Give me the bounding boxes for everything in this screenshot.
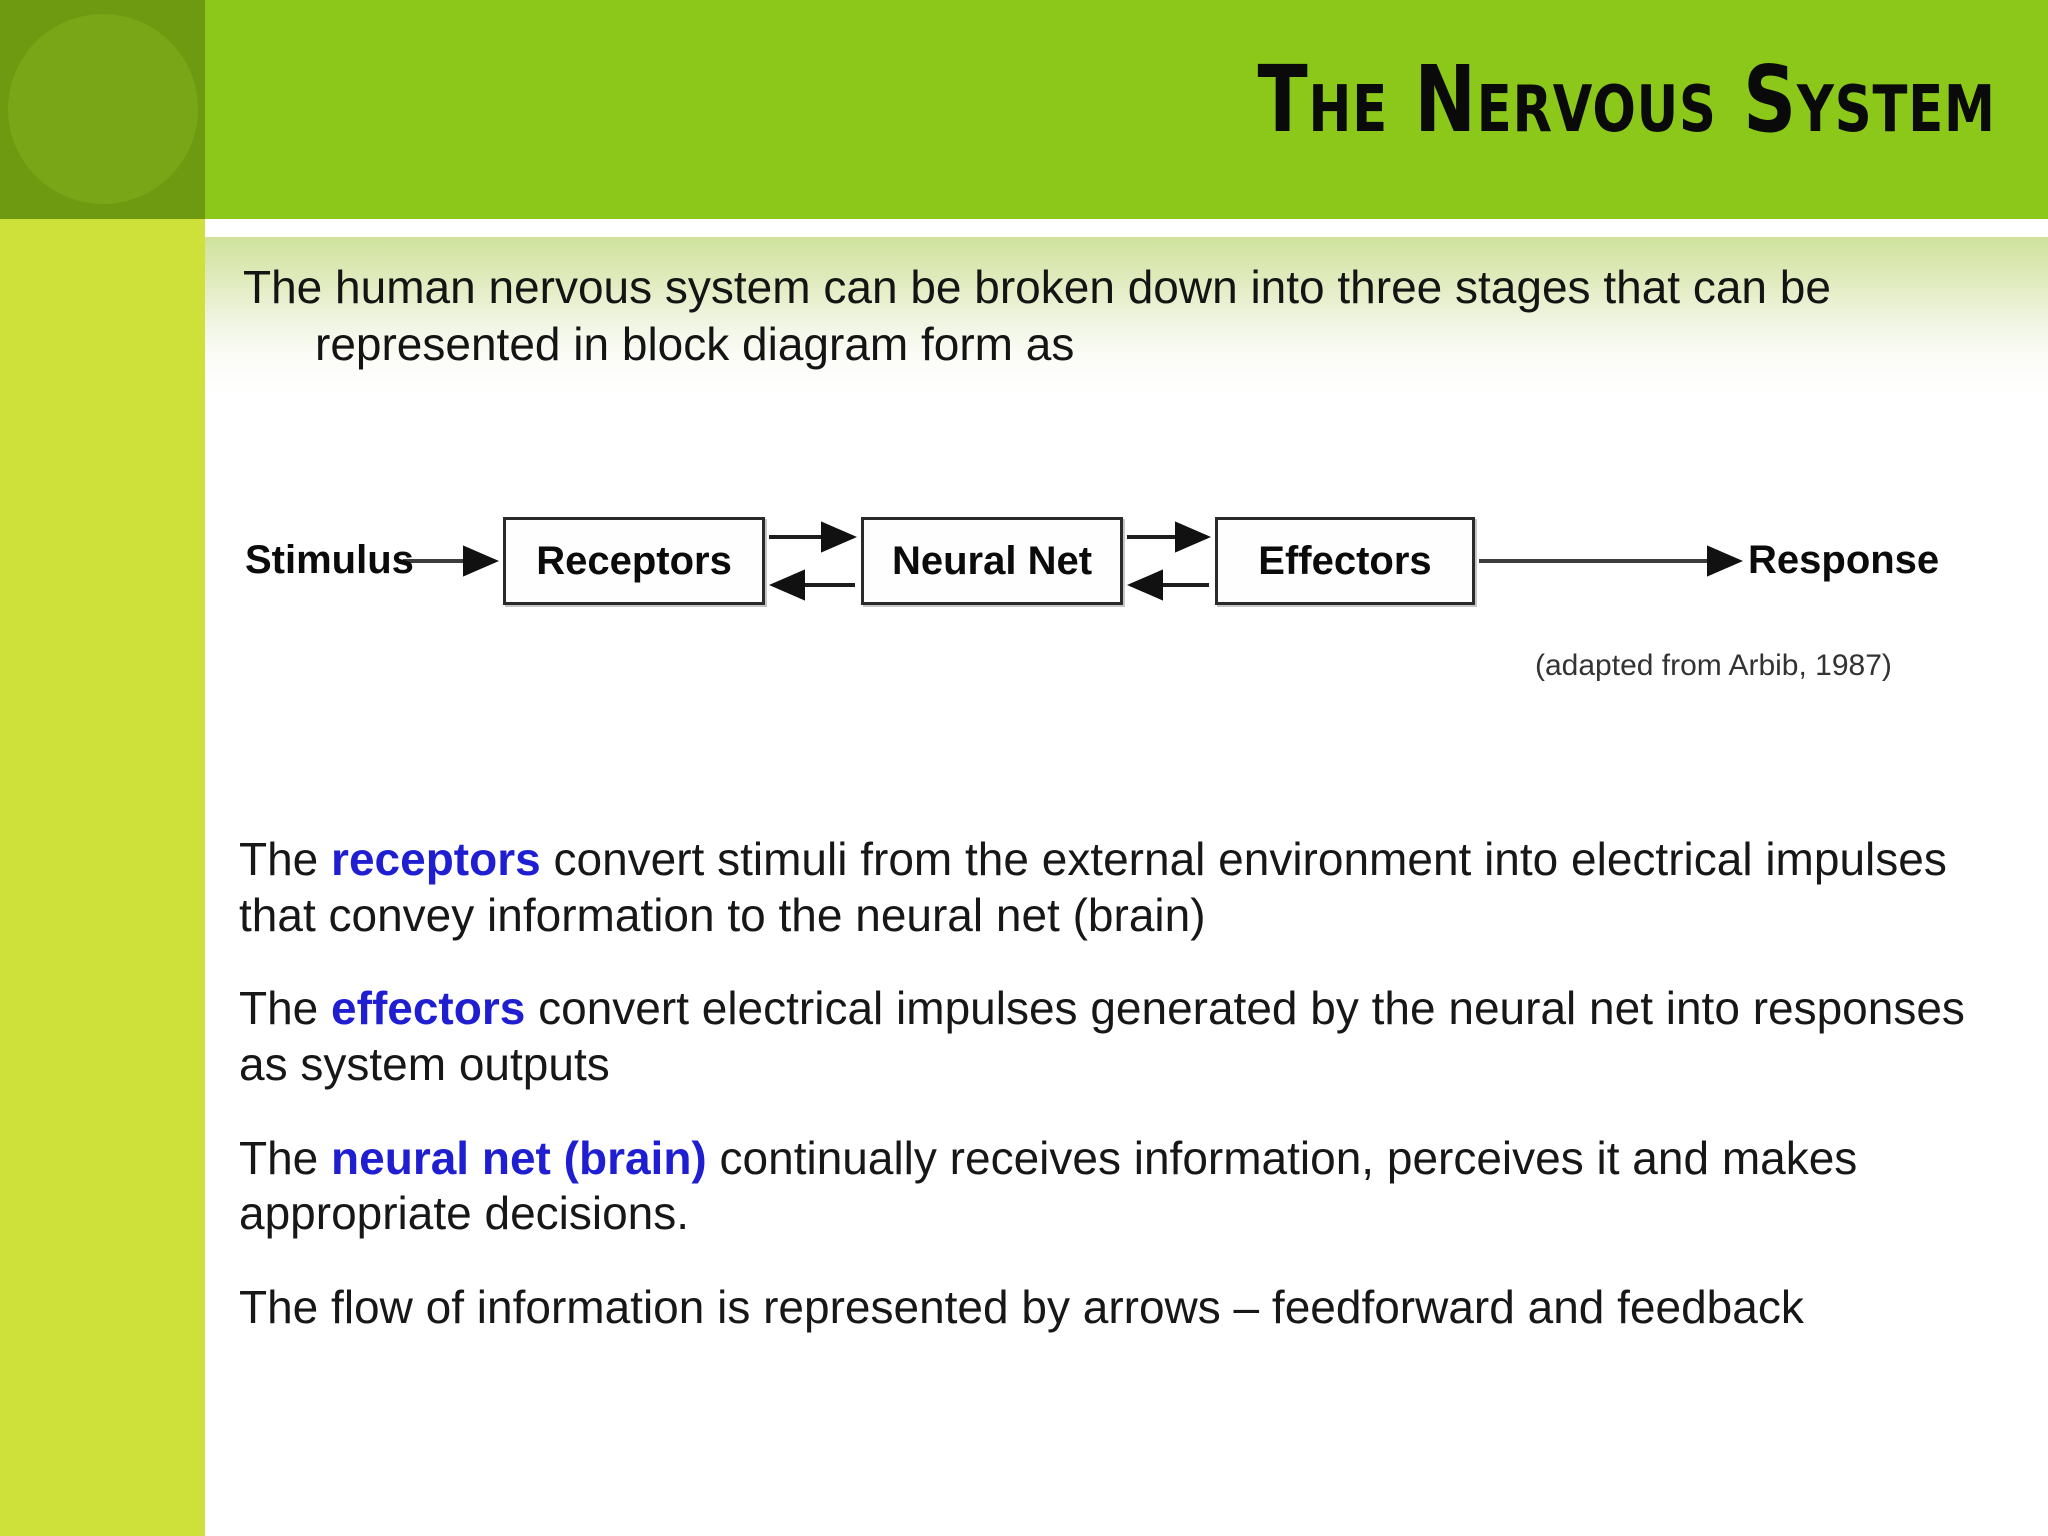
paragraph-neural-net-rest: continually receives information, percei… [239,1131,1858,1240]
header-banner: The Nervous System [205,0,2048,219]
diagram-box-neural-net: Neural Net [861,517,1123,605]
slide-title: The Nervous System [1257,46,1996,153]
diagram-box-effectors: Effectors [1215,517,1475,605]
diagram-box-receptors: Receptors [503,517,765,605]
intro-line-1: The human nervous system can be broken d… [243,261,1831,313]
paragraph-effectors-rest: convert electrical impulses generated by… [239,982,1965,1090]
left-strip-dark-green [0,0,205,219]
diagram-box-effectors-label: Effectors [1258,538,1432,583]
paragraph-neural-net-lead: The [239,1131,332,1184]
paragraph-receptors-lead: The [239,833,332,885]
intro-text: The human nervous system can be broken d… [243,259,2013,373]
paragraph-neural-net-term: neural net (brain) [331,1131,707,1184]
paragraph-effectors: The effectors convert electrical impulse… [239,981,2014,1092]
paragraph-information-flow-text: The flow of information is represented b… [239,1280,1804,1333]
diagram-box-neural-net-label: Neural Net [891,538,1093,583]
content-panel: The human nervous system can be broken d… [205,237,2048,1536]
paragraph-receptors: The receptors convert stimuli from the e… [239,832,2014,943]
intro-line-2: represented in block diagram form as [315,318,1075,371]
decorative-circle [8,14,198,204]
left-strip-light-green [0,219,205,1536]
block-diagram: Stimulus Receptors Neural Net Effectors … [245,499,2025,639]
diagram-label-stimulus: Stimulus [245,538,414,582]
paragraph-receptors-rest: convert stimuli from the external enviro… [239,833,1947,941]
paragraph-receptors-term: receptors [331,833,541,885]
diagram-attribution: (adapted from Arbib, 1987) [1535,649,1892,682]
diagram-label-response: Response [1748,538,1940,582]
paragraph-information-flow: The flow of information is represented b… [239,1280,2014,1336]
body-paragraph-list: The receptors convert stimuli from the e… [239,832,2014,1374]
diagram-box-receptors-label: Receptors [536,538,732,583]
paragraph-effectors-term: effectors [331,982,526,1035]
paragraph-effectors-lead: The [239,982,332,1035]
paragraph-neural-net: The neural net (brain) continually recei… [239,1131,2014,1242]
